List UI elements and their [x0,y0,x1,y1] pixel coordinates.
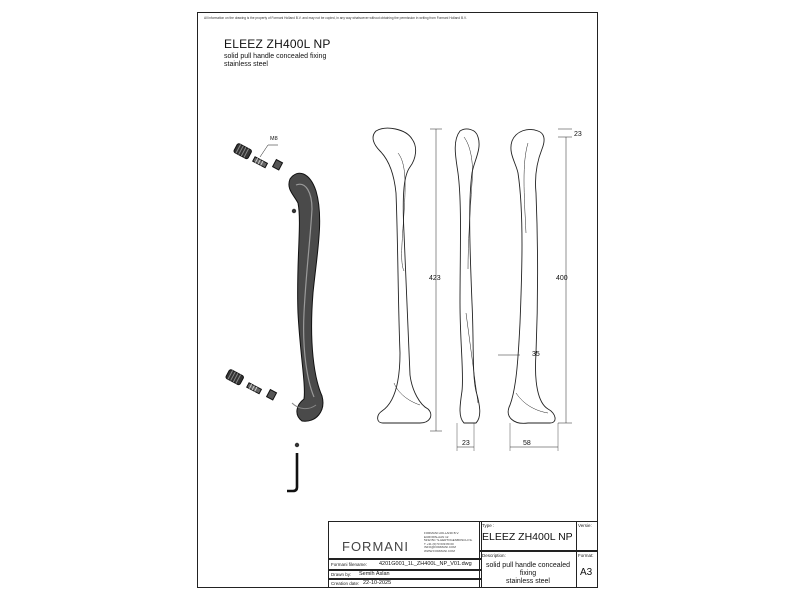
type-value: ELEEZ ZH400L NP [482,531,573,543]
bottom-fixing-parts [225,369,278,401]
dim-depth-grip: 35 [532,351,540,358]
product-subtitle-2: stainless steel [224,61,268,68]
technical-drawing [225,127,572,493]
filename-row: Formani filename: 4201G001_1L_ZH400L_NP_… [328,559,482,570]
dim-top: 23 [574,131,582,138]
allen-key [287,442,300,493]
disclaimer-text: All information on the drawing is the pr… [204,16,467,20]
drawn-row: Drawn by: Semih Aslan [328,570,482,579]
description-text: solid pull handle concealed fixing stain… [485,562,571,585]
front-view-middle [454,128,481,451]
handle-3d-view [288,172,324,422]
side-view-left [372,127,442,432]
formani-logo: FORMANI [342,539,409,554]
title-block: FORMANI FORMANI HOLLAND B.V. EUROPALAAN … [328,521,598,588]
product-subtitle-1: solid pull handle concealed fixing [224,53,327,60]
logo-cell: FORMANI FORMANI HOLLAND B.V. EUROPALAAN … [328,521,482,559]
dim-height-outer: 423 [429,275,441,282]
drawing-sheet: All information on the drawing is the pr… [197,12,598,588]
top-fixing-parts [233,143,297,214]
date-row: Creation date: 22-10-2025 [328,579,482,588]
format-cell: Format: [576,551,598,588]
format-value: A3 [580,567,593,578]
company-address: FORMANI HOLLAND B.V. EUROPALAAN 12 5232 … [424,531,473,553]
dim-height-centers: 400 [556,275,568,282]
dim-bottom-width: 23 [462,440,470,447]
version-cell: Versie: [576,521,598,551]
side-view-right [498,128,572,451]
product-title: ELEEZ ZH400L NP [224,37,331,51]
thread-label: M8 [270,136,278,142]
dim-projection: 58 [523,440,531,447]
